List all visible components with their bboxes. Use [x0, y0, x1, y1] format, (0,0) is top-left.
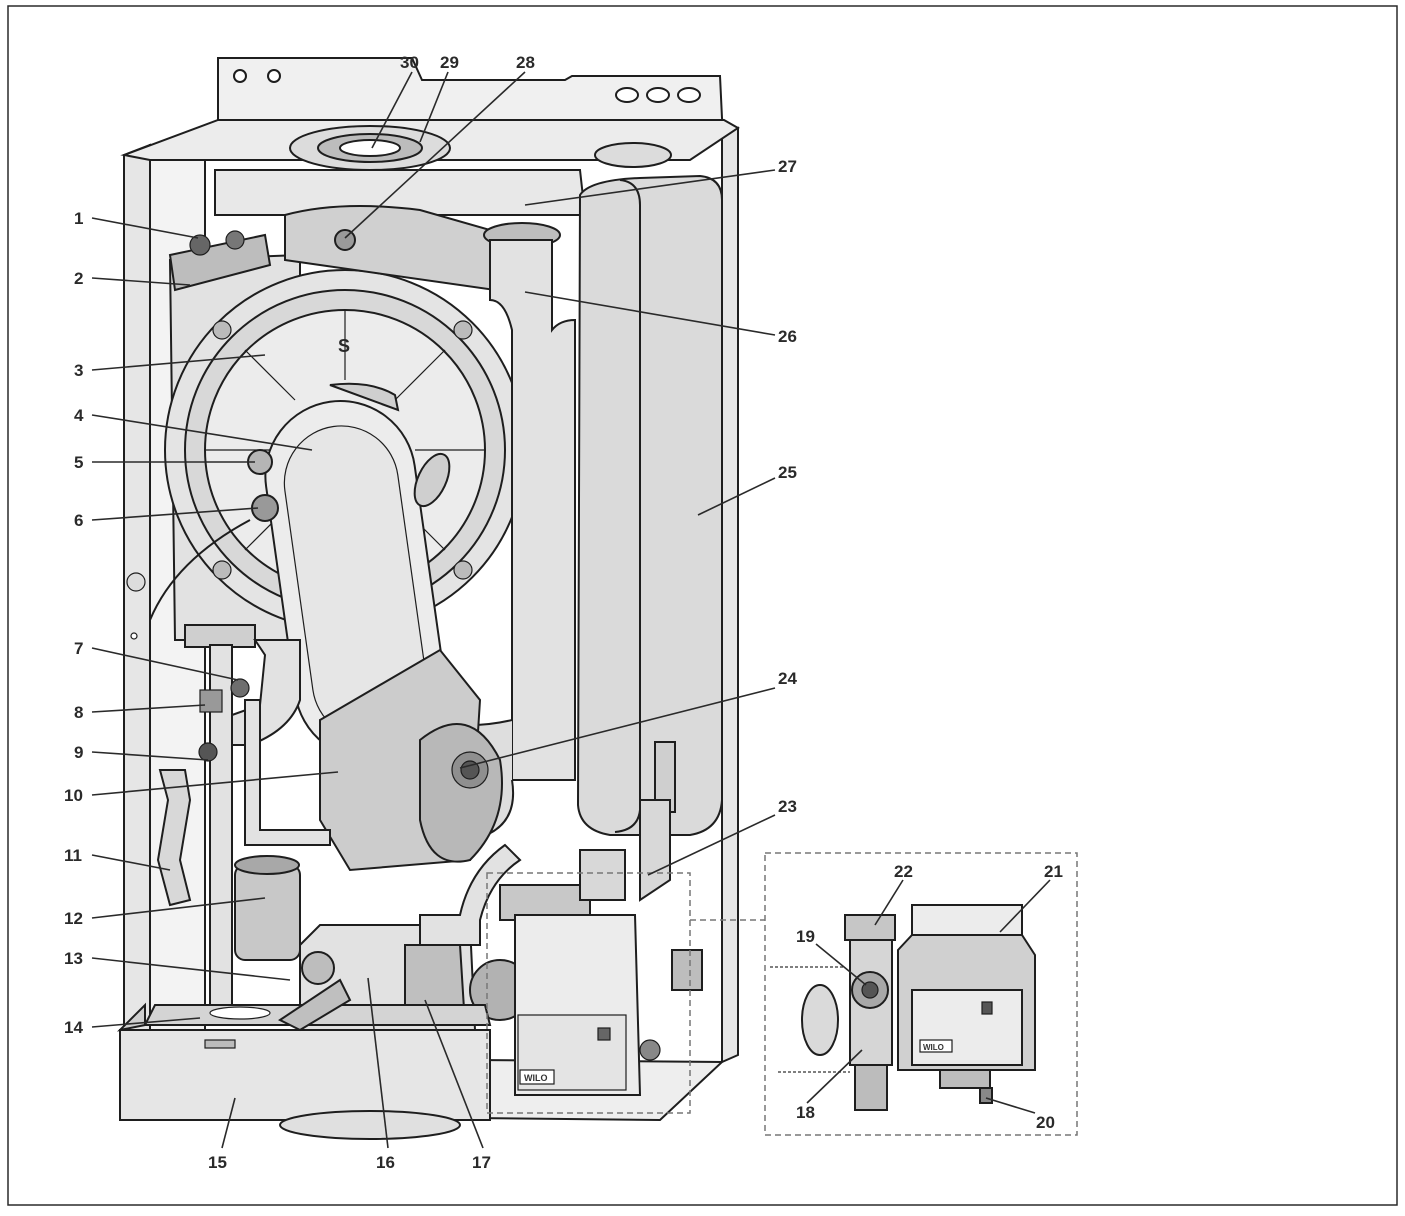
part-labels: 1 2 3 4 5 6 7 8 9 10 11 12 13 14 15 16 1…	[64, 53, 1063, 1172]
label-22: 22	[894, 862, 913, 881]
label-13: 13	[64, 949, 83, 968]
left-pipework	[156, 624, 331, 1016]
label-12: 12	[64, 909, 83, 928]
flue-outlet	[289, 125, 672, 171]
pump-brand: WILO	[524, 1073, 548, 1083]
inset-border	[764, 852, 1078, 1136]
label-9: 9	[74, 743, 83, 762]
label-24: 24	[778, 669, 797, 688]
condensate-trap	[234, 855, 301, 961]
label-3: 3	[74, 361, 83, 380]
label-17: 17	[472, 1153, 491, 1172]
label-1: 1	[74, 209, 83, 228]
mounting-bracket	[217, 57, 726, 136]
label-23: 23	[778, 797, 797, 816]
pump-callout-box	[486, 872, 691, 1114]
label-10: 10	[64, 786, 83, 805]
label-18: 18	[796, 1103, 815, 1122]
pump-group: WILO	[469, 799, 703, 1096]
condensate-tray	[116, 978, 492, 1140]
label-5: 5	[74, 453, 83, 472]
combustion-tube	[264, 382, 446, 760]
fan-letter: S	[338, 336, 350, 356]
inset-detail: WILO	[764, 852, 1078, 1136]
label-27: 27	[778, 157, 797, 176]
inspection-window	[413, 452, 451, 508]
label-30: 30	[400, 53, 419, 72]
label-25: 25	[778, 463, 797, 482]
gas-pipe	[419, 843, 522, 946]
label-2: 2	[74, 269, 83, 288]
label-26: 26	[778, 327, 797, 346]
label-4: 4	[74, 406, 84, 425]
label-16: 16	[376, 1153, 395, 1172]
fan-nut	[334, 229, 356, 251]
label-11: 11	[64, 846, 82, 865]
label-28: 28	[516, 53, 535, 72]
page-frame	[7, 5, 1398, 1206]
label-15: 15	[208, 1153, 227, 1172]
label-7: 7	[74, 639, 83, 658]
label-8: 8	[74, 703, 83, 722]
left-top-valves	[168, 230, 272, 292]
label-19: 19	[796, 927, 815, 946]
label-21: 21	[1044, 862, 1063, 881]
label-14: 14	[64, 1018, 83, 1037]
inset-pump-brand: WILO	[923, 1043, 944, 1052]
pump-badge	[519, 1069, 555, 1085]
expansion-vessel	[576, 174, 723, 836]
gas-valve-assembly	[319, 648, 503, 872]
label-20: 20	[1036, 1113, 1055, 1132]
label-29: 29	[440, 53, 459, 72]
electrode-cable	[149, 519, 251, 621]
leader-lines	[91, 71, 1051, 1149]
label-6: 6	[74, 511, 83, 530]
